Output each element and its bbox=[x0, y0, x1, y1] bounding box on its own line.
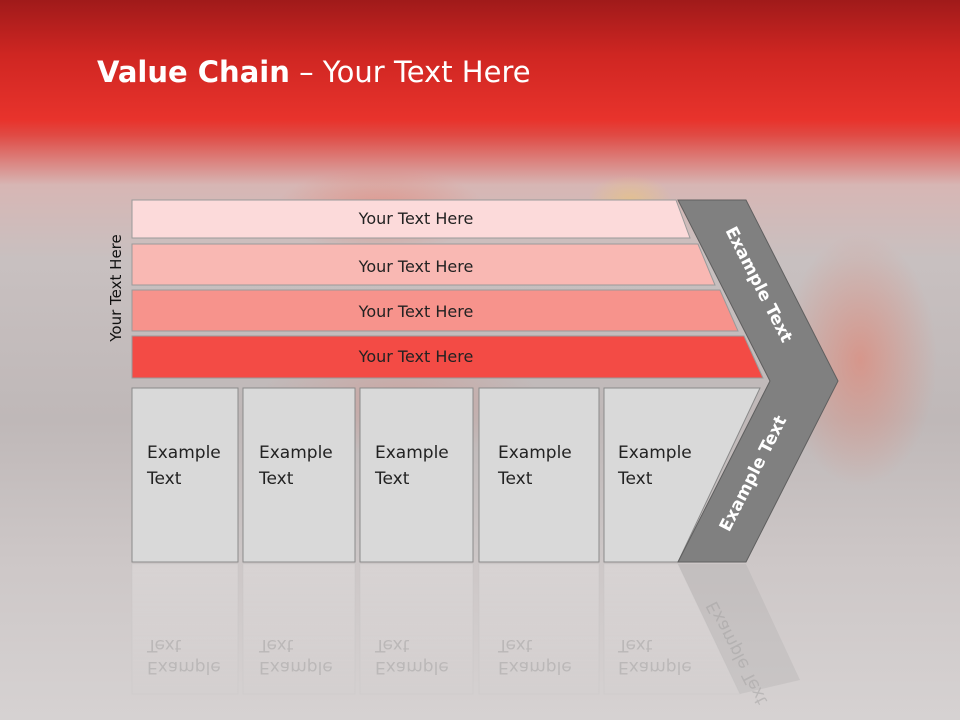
side-label: Your Text Here bbox=[107, 234, 125, 342]
column-3-reflection-line2: Text bbox=[374, 635, 410, 655]
column-2-reflection-line1: Example bbox=[259, 657, 333, 677]
bar-3-shape bbox=[131, 289, 739, 332]
column-2-line1: Example bbox=[259, 443, 333, 463]
column-4 bbox=[478, 387, 600, 563]
title-rest: – Your Text Here bbox=[289, 55, 531, 89]
column-3-line2: Text bbox=[374, 469, 410, 489]
column-2-line2: Text bbox=[258, 469, 294, 489]
column-2-reflection bbox=[242, 563, 356, 695]
column-4-reflection-line2: Text bbox=[497, 635, 533, 655]
bar-1-shape bbox=[131, 199, 691, 239]
bar-4-shape bbox=[131, 335, 764, 379]
column-5-reflection-line2: Text bbox=[617, 635, 653, 655]
bar-3-label: Your Text Here bbox=[358, 302, 474, 321]
column-1-line2: Text bbox=[146, 469, 182, 489]
bar-1-label: Your Text Here bbox=[358, 209, 474, 228]
columns-group: Example Text Example Text Example Text E… bbox=[131, 387, 761, 563]
column-3-reflection bbox=[359, 563, 474, 695]
column-5-reflection-line1: Example bbox=[618, 657, 692, 677]
bar-2-shape bbox=[131, 243, 716, 286]
column-5-line2: Text bbox=[617, 469, 653, 489]
title-bold: Value Chain bbox=[97, 55, 290, 89]
bar-2-label: Your Text Here bbox=[358, 257, 474, 276]
bar-4-label: Your Text Here bbox=[358, 347, 474, 366]
column-5-line1: Example bbox=[618, 443, 692, 463]
column-1-reflection-line1: Example bbox=[147, 657, 221, 677]
column-1-reflection-line2: Text bbox=[146, 635, 182, 655]
column-4-line1: Example bbox=[498, 443, 572, 463]
column-3-line1: Example bbox=[375, 443, 449, 463]
slide-title: Value Chain – Your Text Here bbox=[97, 55, 531, 89]
chevron-shape bbox=[677, 199, 839, 563]
reflection-group: Example Text Example Text Example Text E… bbox=[131, 563, 800, 708]
column-4-reflection-line1: Example bbox=[498, 657, 572, 677]
column-3-reflection-line1: Example bbox=[375, 657, 449, 677]
column-4-line2: Text bbox=[497, 469, 533, 489]
chevron-reflection bbox=[678, 564, 800, 694]
column-1 bbox=[131, 387, 239, 563]
column-5-reflection bbox=[603, 563, 741, 695]
column-2-reflection-line2: Text bbox=[258, 635, 294, 655]
bars-group: Your Text Here Your Text Here Your Text … bbox=[131, 199, 764, 379]
column-2 bbox=[242, 387, 356, 563]
column-1-reflection bbox=[131, 563, 239, 695]
column-4-reflection bbox=[478, 563, 600, 695]
column-3 bbox=[359, 387, 474, 563]
column-1-line1: Example bbox=[147, 443, 221, 463]
